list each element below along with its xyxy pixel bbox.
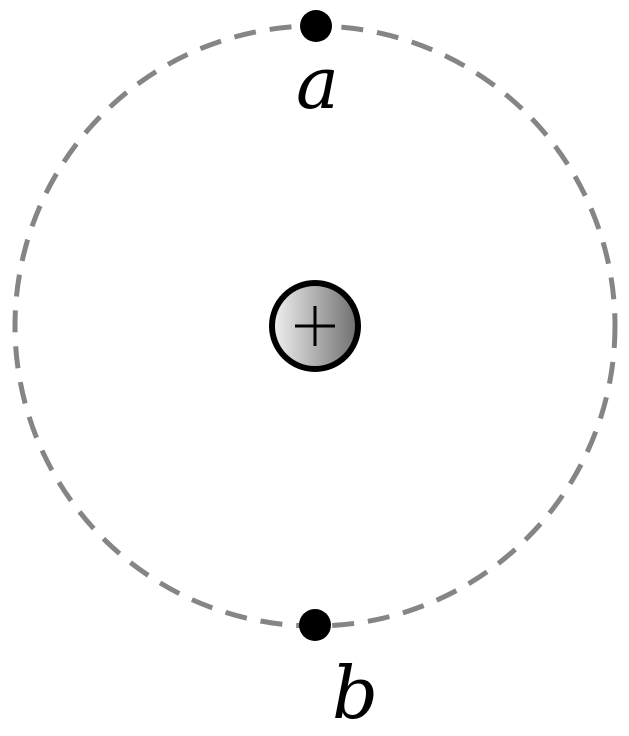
point-a-label: a <box>296 41 339 125</box>
positive-charge <box>269 280 361 372</box>
point-b-dot <box>299 609 331 641</box>
plus-sign-icon <box>295 306 335 346</box>
point-b-label: b <box>332 651 378 735</box>
point-a-dot <box>300 10 332 42</box>
